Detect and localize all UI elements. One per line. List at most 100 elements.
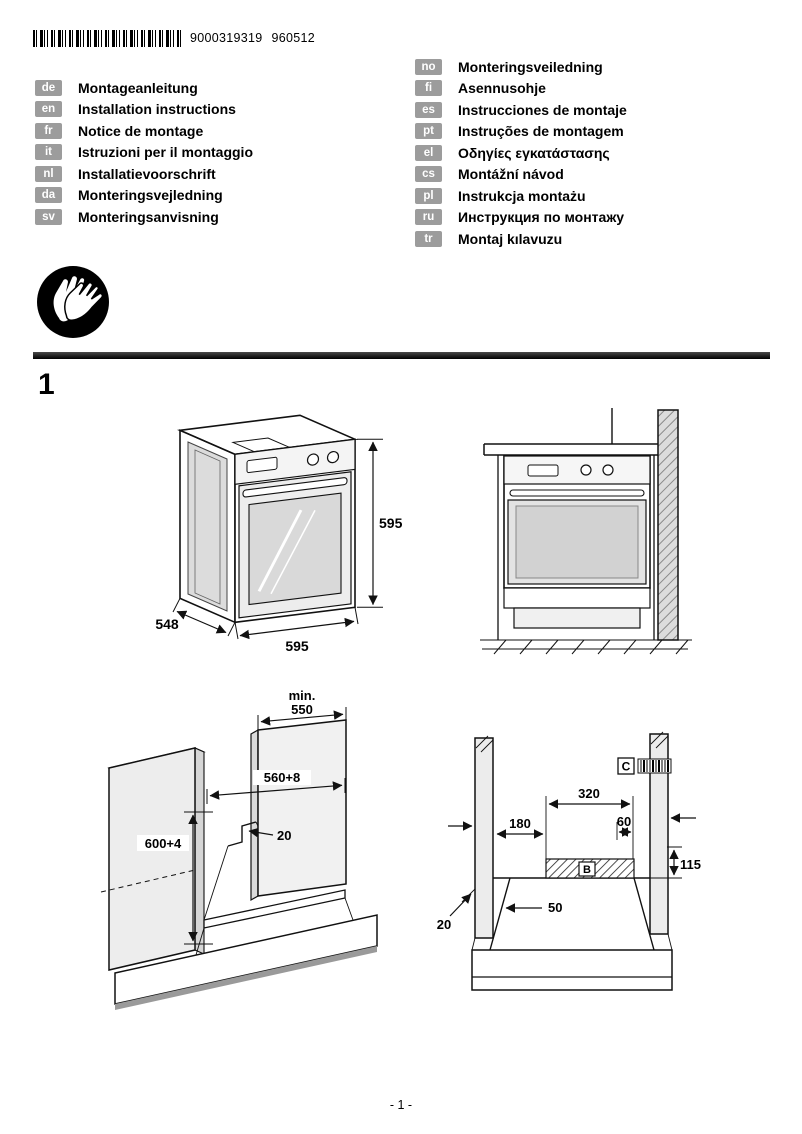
rear-vent-step <box>227 821 257 847</box>
dim-115: 115 <box>680 857 701 872</box>
oven-isometric-figure: 595 548 595 <box>155 414 403 654</box>
section-divider-bar <box>33 352 770 359</box>
language-code-badge: pt <box>415 123 442 140</box>
label-b: B <box>583 864 591 876</box>
sticker-barcode-icon <box>637 758 672 774</box>
language-code-badge: en <box>35 101 62 118</box>
language-row: da Monteringsvejledning <box>35 185 253 207</box>
language-title: Instrucciones de montaje <box>458 101 627 118</box>
language-title: Monteringsveiledning <box>458 58 603 75</box>
oven-knob <box>602 464 614 476</box>
dim-oven-depth: 548 <box>155 616 179 632</box>
language-code-badge: fi <box>415 80 442 97</box>
language-title: Instruções de montagem <box>458 123 624 140</box>
language-code-badge: da <box>35 187 62 204</box>
dim-180: 180 <box>509 816 531 831</box>
dim-cutout-width: 560+8 <box>264 770 301 785</box>
language-title: Montaj kılavuzu <box>458 230 563 247</box>
language-row: pt Instruções de montagem <box>415 121 627 143</box>
tiled-floor <box>480 639 692 655</box>
language-title: Asennusohje <box>458 80 546 97</box>
countertop <box>483 443 658 456</box>
oven-front-face <box>234 438 356 624</box>
gloves-icon <box>37 266 109 338</box>
oven-display <box>246 456 278 474</box>
base-plinth <box>471 949 673 991</box>
cabinet-right-panel <box>257 719 347 897</box>
language-row: tr Montaj kılavuzu <box>415 228 627 250</box>
language-code-badge: pl <box>415 187 442 204</box>
dim-cutout-height: 600+4 <box>145 836 182 851</box>
language-code-badge: el <box>415 144 442 161</box>
language-code-badge: fr <box>35 122 62 139</box>
language-title: Installatievoorschrift <box>78 165 216 182</box>
language-title: Οδηγίες εγκατάστασης <box>458 144 610 161</box>
barcode-icon <box>33 29 181 47</box>
lower-panel <box>503 587 651 609</box>
language-code-badge: cs <box>415 166 442 183</box>
language-row: el Οδηγίες εγκατάστασης <box>415 142 627 164</box>
dim-20: 20 <box>437 917 451 932</box>
label-c: C <box>622 760 631 774</box>
cabinet-cutout-figure: min. 550 560+8 20 600+4 <box>100 688 378 1010</box>
oven-control-panel <box>234 438 356 485</box>
language-list-right: no Monteringsveiledning fi Asennusohje e… <box>415 56 627 250</box>
oven-installed-figure <box>480 408 692 655</box>
dim-rear-gap: 20 <box>277 828 291 843</box>
dim-60: 60 <box>617 814 631 829</box>
language-code-badge: sv <box>35 208 62 225</box>
glove-shape <box>53 276 104 322</box>
language-title: Istruzioni per il montaggio <box>78 144 253 161</box>
language-code-badge: es <box>415 101 442 118</box>
cabinet-left-panel <box>108 747 196 971</box>
dim-oven-height: 595 <box>379 515 403 531</box>
language-row: nl Installatievoorschrift <box>35 163 253 185</box>
language-row: it Istruzioni per il montaggio <box>35 142 253 164</box>
language-row: en Installation instructions <box>35 99 253 121</box>
niche-cross-section-figure: C B 320 60 <box>437 731 701 991</box>
oven-knob <box>580 464 592 476</box>
dim-oven-width: 595 <box>285 638 309 654</box>
oven-knob <box>326 450 340 464</box>
language-row: pl Instrukcja montażu <box>415 185 627 207</box>
language-code-badge: de <box>35 79 62 96</box>
language-code-badge: ru <box>415 209 442 226</box>
dim-50: 50 <box>548 900 562 915</box>
oven-handle <box>242 477 348 498</box>
language-code-badge: no <box>415 58 442 75</box>
oven-handle <box>509 489 645 497</box>
language-title: Notice de montage <box>78 122 204 139</box>
language-list-left: de Montageanleitung en Installation inst… <box>35 77 253 228</box>
page-number: - 1 - <box>389 1098 413 1112</box>
left-wall <box>474 737 494 939</box>
side-wall <box>657 409 679 641</box>
dim-min-label: min. <box>289 688 316 703</box>
language-title: Monteringsvejledning <box>78 187 223 204</box>
language-row: fr Notice de montage <box>35 120 253 142</box>
language-code-badge: nl <box>35 165 62 182</box>
language-row: fi Asennusohje <box>415 78 627 100</box>
language-row: ru Инструкция по монтажу <box>415 207 627 229</box>
language-row: no Monteringsveiledning <box>415 56 627 78</box>
installed-oven-front <box>503 455 651 589</box>
dim-320: 320 <box>578 786 600 801</box>
header-barcode-row: 9000319319 960512 <box>33 28 315 48</box>
oven-knob <box>306 453 320 466</box>
language-code-badge: tr <box>415 230 442 247</box>
dim-depth-550: 550 <box>291 702 313 717</box>
niche-floor <box>203 889 346 929</box>
language-row: sv Monteringsanvisning <box>35 206 253 228</box>
language-row: cs Montážní návod <box>415 164 627 186</box>
figure-section-number: 1 <box>38 368 55 401</box>
document-code: 960512 <box>271 31 316 45</box>
language-row: de Montageanleitung <box>35 77 253 99</box>
barcode-number: 9000319319 <box>190 31 263 45</box>
wall-cut-marks <box>475 731 669 753</box>
language-title: Installation instructions <box>78 101 236 118</box>
language-title: Monteringsanvisning <box>78 208 219 225</box>
language-title: Instrukcja montażu <box>458 187 586 204</box>
right-wall <box>649 733 669 935</box>
language-title: Montageanleitung <box>78 79 198 96</box>
plinth <box>513 607 641 629</box>
